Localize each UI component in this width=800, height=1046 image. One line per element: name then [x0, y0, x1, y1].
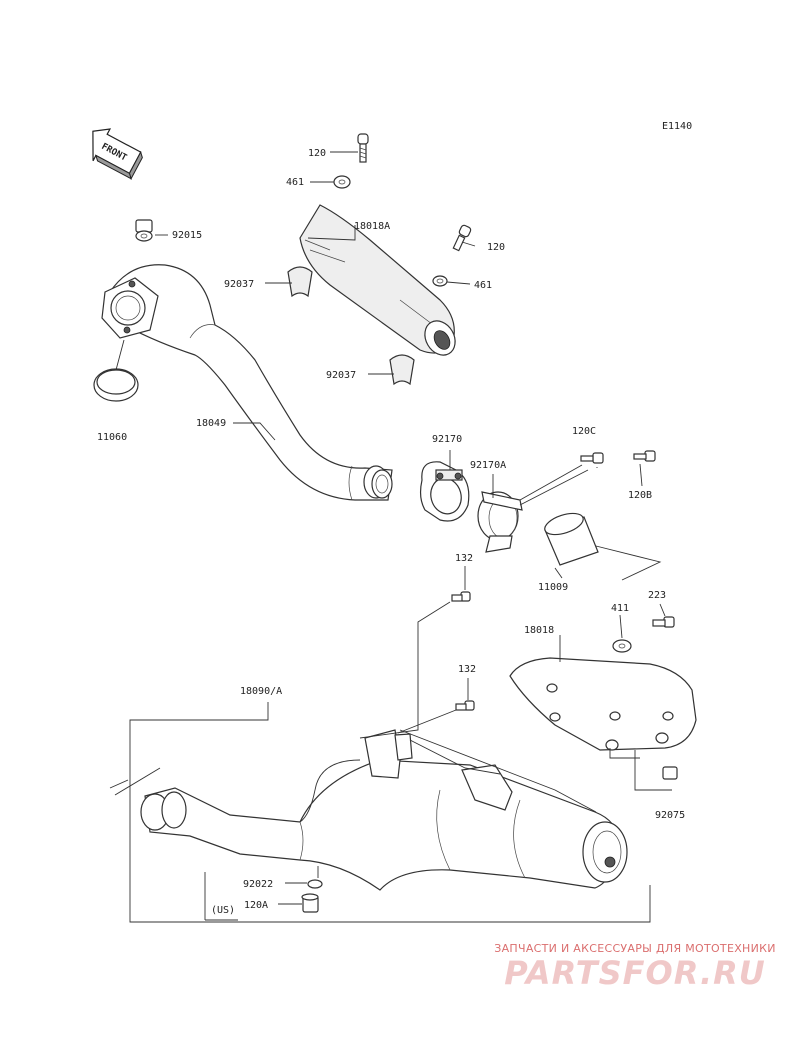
label-11060: 11060 — [97, 432, 127, 443]
clip-92037-top — [287, 266, 313, 298]
diagram-code: E1140 — [662, 121, 692, 132]
heat-guard-18018a — [299, 204, 456, 356]
label-461-top: 461 — [286, 177, 304, 188]
nut-92075 — [662, 766, 678, 780]
bolt-120a — [301, 893, 319, 913]
clamp-92170 — [419, 461, 470, 522]
washer-411 — [612, 639, 632, 653]
label-120-mid: 120 — [487, 242, 505, 253]
sleeve-11009 — [544, 512, 599, 566]
label-18018: 18018 — [524, 625, 554, 636]
header-pipe-18049 — [101, 264, 393, 501]
label-92037-top: 92037 — [224, 279, 254, 290]
washer-92022 — [307, 879, 323, 889]
muffler-18090a — [140, 729, 628, 891]
bolt-120c — [580, 452, 604, 464]
label-411: 411 — [611, 603, 629, 614]
washer-461-top — [333, 175, 351, 189]
front-arrow-icon: FRONT — [92, 128, 143, 181]
label-120a: 120A — [244, 900, 268, 911]
label-92037-bottom: 92037 — [326, 370, 356, 381]
label-us: (US) — [211, 905, 235, 916]
washer-461-mid — [432, 275, 448, 287]
gasket-11060 — [93, 368, 139, 402]
bolt-132-mid — [455, 700, 475, 711]
clip-92037-bottom — [389, 354, 415, 386]
label-132-mid: 132 — [458, 664, 476, 675]
clamp-92170a — [477, 491, 523, 553]
label-92075: 92075 — [655, 810, 685, 821]
label-92170a: 92170A — [470, 460, 506, 471]
nut-92015 — [135, 219, 153, 242]
watermark-brand: PARTSFOR.RU — [504, 954, 766, 992]
label-223: 223 — [648, 590, 666, 601]
label-18049: 18049 — [196, 418, 226, 429]
label-18090a: 18090/A — [240, 686, 282, 697]
bolt-223 — [652, 616, 675, 628]
label-120c: 120C — [572, 426, 596, 437]
label-461-mid: 461 — [474, 280, 492, 291]
watermark-subtitle: ЗАПЧАСТИ И АКСЕССУАРЫ ДЛЯ МОТОТЕХНИКИ — [494, 942, 776, 955]
label-132-top: 132 — [455, 553, 473, 564]
bolt-132-top — [451, 591, 471, 602]
watermark: ЗАПЧАСТИ И АКСЕССУАРЫ ДЛЯ МОТОТЕХНИКИ PA… — [480, 942, 790, 991]
bolt-120b — [633, 450, 656, 462]
label-18018a: 18018A — [354, 221, 390, 232]
label-92170: 92170 — [432, 434, 462, 445]
label-92022: 92022 — [243, 879, 273, 890]
bolt-120-mid — [452, 224, 472, 252]
bolt-120-top — [357, 133, 369, 163]
label-92015: 92015 — [172, 230, 202, 241]
label-11009: 11009 — [538, 582, 568, 593]
heat-guard-18018 — [509, 657, 697, 751]
label-120b: 120B — [628, 490, 652, 501]
label-120-top: 120 — [308, 148, 326, 159]
